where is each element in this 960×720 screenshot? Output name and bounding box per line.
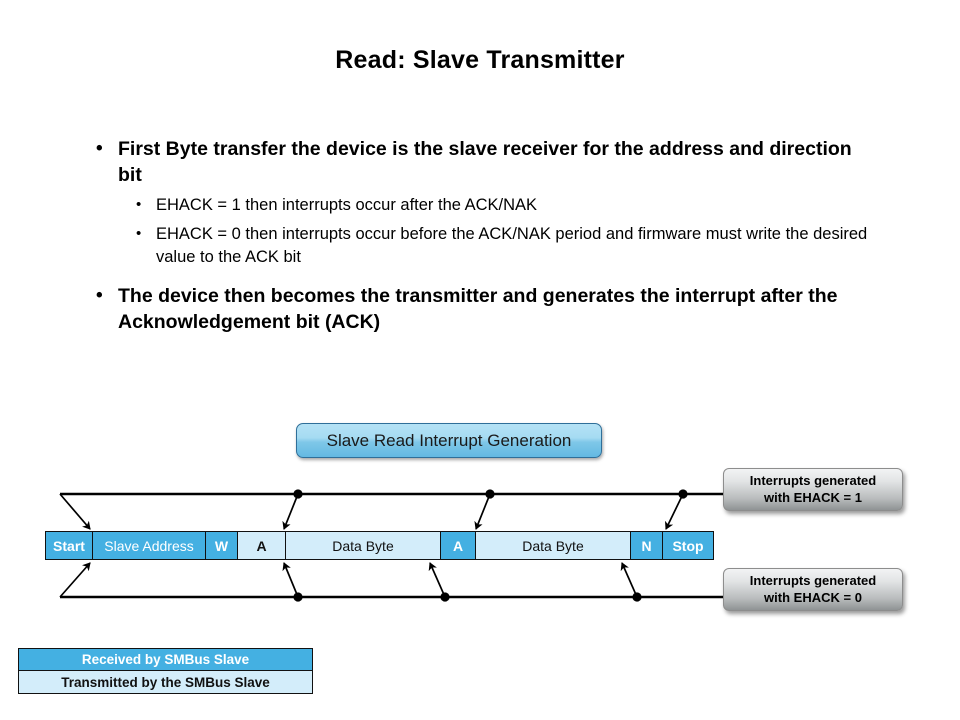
frame-cell-n: N (631, 532, 663, 559)
bullet-primary-2: • The device then becomes the transmitte… (96, 283, 876, 335)
frame-cell-stop: Stop (663, 532, 713, 559)
legend: Received by SMBus Slave Transmitted by t… (18, 648, 313, 694)
legend-item-received: Received by SMBus Slave (19, 649, 312, 671)
callout-line2: with EHACK = 0 (764, 589, 862, 605)
bullet-text: The device then becomes the transmitter … (118, 284, 838, 333)
bullet-text: EHACK = 1 then interrupts occur after th… (156, 196, 538, 215)
bullet-secondary-2: • EHACK = 0 then interrupts occur before… (136, 223, 876, 269)
legend-item-transmitted: Transmitted by the SMBus Slave (19, 671, 312, 693)
bullet-marker-icon: • (136, 225, 142, 243)
page-title: Read: Slave Transmitter (335, 46, 625, 74)
frame-cell-slave-address: Slave Address (93, 532, 206, 559)
slave-read-interrupt-generation-label: Slave Read Interrupt Generation (296, 423, 602, 458)
callout-ehack-1: Interrupts generated with EHACK = 1 (723, 468, 903, 511)
frame-cell-w: W (206, 532, 238, 559)
frame-cell-data-byte-2: Data Byte (476, 532, 631, 559)
bullet-marker-icon: • (96, 138, 103, 159)
bullet-list: • First Byte transfer the device is the … (96, 136, 876, 341)
bullet-text: EHACK = 0 then interrupts occur before t… (156, 225, 868, 266)
callout-line1: Interrupts generated (749, 473, 877, 489)
bullet-marker-icon: • (96, 284, 103, 306)
bullet-text: First Byte transfer the device is the sl… (118, 138, 852, 187)
bullet-marker-icon: • (136, 196, 142, 214)
frame-cell-data-byte-1: Data Byte (286, 532, 441, 559)
frame-cell-start: Start (46, 532, 93, 559)
smbus-frame-diagram: Start Slave Address W A Data Byte A Data… (45, 531, 714, 560)
callout-line2: with EHACK = 1 (764, 489, 862, 505)
callout-ehack-0: Interrupts generated with EHACK = 0 (723, 568, 903, 611)
callout-line1: Interrupts generated (749, 573, 877, 589)
bullet-primary-1: • First Byte transfer the device is the … (96, 136, 876, 188)
frame-cell-a-1: A (238, 532, 286, 559)
frame-cell-a-2: A (441, 532, 476, 559)
bullet-secondary-1: • EHACK = 1 then interrupts occur after … (136, 194, 876, 217)
